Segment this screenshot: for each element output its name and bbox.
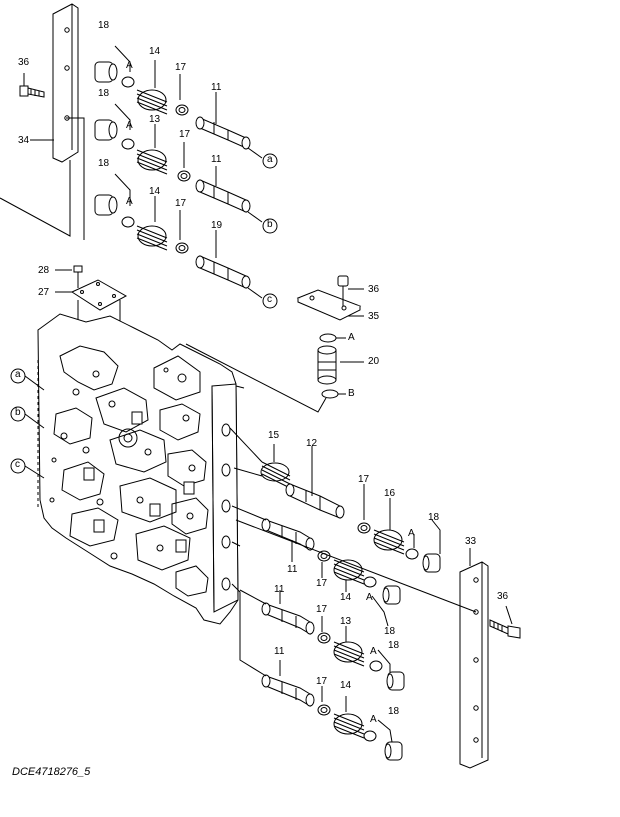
spool-row-3 bbox=[94, 173, 263, 299]
spool-row-1 bbox=[94, 45, 263, 159]
bolt-36-right bbox=[489, 605, 521, 639]
valve-body bbox=[37, 313, 239, 625]
plate-33 bbox=[459, 548, 489, 769]
plate-34 bbox=[52, 3, 79, 163]
bolt-36-top bbox=[19, 73, 45, 98]
plug-20 bbox=[317, 333, 364, 399]
spool-12-assembly bbox=[260, 444, 441, 573]
callout-c-top bbox=[262, 293, 278, 309]
document-code: DCE4718276_5 bbox=[12, 766, 91, 778]
leader-34 bbox=[0, 160, 71, 237]
cover-35 bbox=[296, 275, 364, 321]
spool-11-lower-2 bbox=[261, 590, 405, 691]
callout-a-top bbox=[262, 153, 278, 169]
spool-row-2 bbox=[94, 103, 263, 223]
spool-11-lower-1 bbox=[261, 518, 401, 627]
callout-b-top bbox=[262, 218, 278, 234]
callout-a-left bbox=[10, 368, 26, 384]
callout-c-left bbox=[10, 458, 26, 474]
callout-b-left bbox=[10, 406, 26, 422]
spool-11-lower-3 bbox=[261, 660, 403, 761]
